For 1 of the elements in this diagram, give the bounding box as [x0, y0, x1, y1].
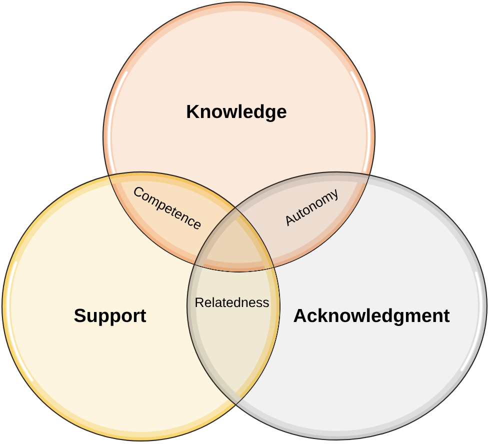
region-label: Relatedness — [196, 297, 269, 308]
